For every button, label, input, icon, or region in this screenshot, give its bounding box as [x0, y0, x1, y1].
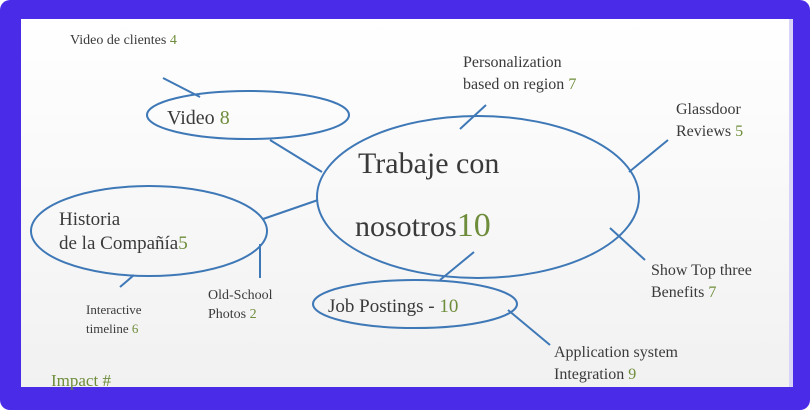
center-label-line2: nosotros10 [355, 207, 491, 244]
node-historia-ellipse[interactable] [30, 185, 268, 277]
node-video-ellipse[interactable] [146, 90, 350, 140]
center-label-line1: Trabaje con [358, 147, 499, 180]
leaf-benefits-line1: Show Top three [651, 262, 752, 279]
center-value: 10 [457, 207, 491, 244]
node-historia-line2: de la Compañía5 [59, 233, 188, 254]
node-historia-line1: Historia [59, 209, 121, 230]
leaf-timeline-line1: Interactive [86, 302, 142, 317]
connector-video [269, 139, 323, 173]
node-center-ellipse[interactable] [316, 115, 640, 279]
leaf-personalization-line1: Personalization [463, 54, 562, 71]
leaf-glassdoor-line1: Glassdoor [676, 101, 742, 118]
connector-historia [262, 199, 319, 220]
connector-timeline [119, 274, 135, 288]
leaf-photos-line1: Old-School [208, 288, 273, 303]
node-jobs-label: Job Postings - 10 [328, 296, 458, 317]
leaf-glassdoor-line2: Reviews 5 [676, 123, 743, 140]
connector-benefits [609, 227, 646, 261]
legend-impact: Impact # [51, 371, 111, 390]
leaf-application-line2: Integration 9 [554, 366, 636, 383]
leaf-application-line1: Application system [554, 344, 679, 361]
connector-jobs [439, 251, 475, 281]
node-jobs-ellipse[interactable] [312, 279, 518, 329]
diagram-canvas [21, 19, 793, 387]
leaf-video-clientes: Video de clientes 4 [70, 33, 177, 48]
leaf-benefits-line2: Benefits 7 [651, 284, 716, 301]
leaf-personalization-line2: based on region 7 [463, 76, 576, 93]
leaf-timeline-line2: timeline 6 [86, 321, 139, 336]
connector-glassdoor [628, 139, 669, 173]
node-video-label: Video 8 [167, 107, 230, 129]
leaf-photos-line2: Photos 2 [208, 307, 257, 322]
connector-application [507, 309, 551, 346]
